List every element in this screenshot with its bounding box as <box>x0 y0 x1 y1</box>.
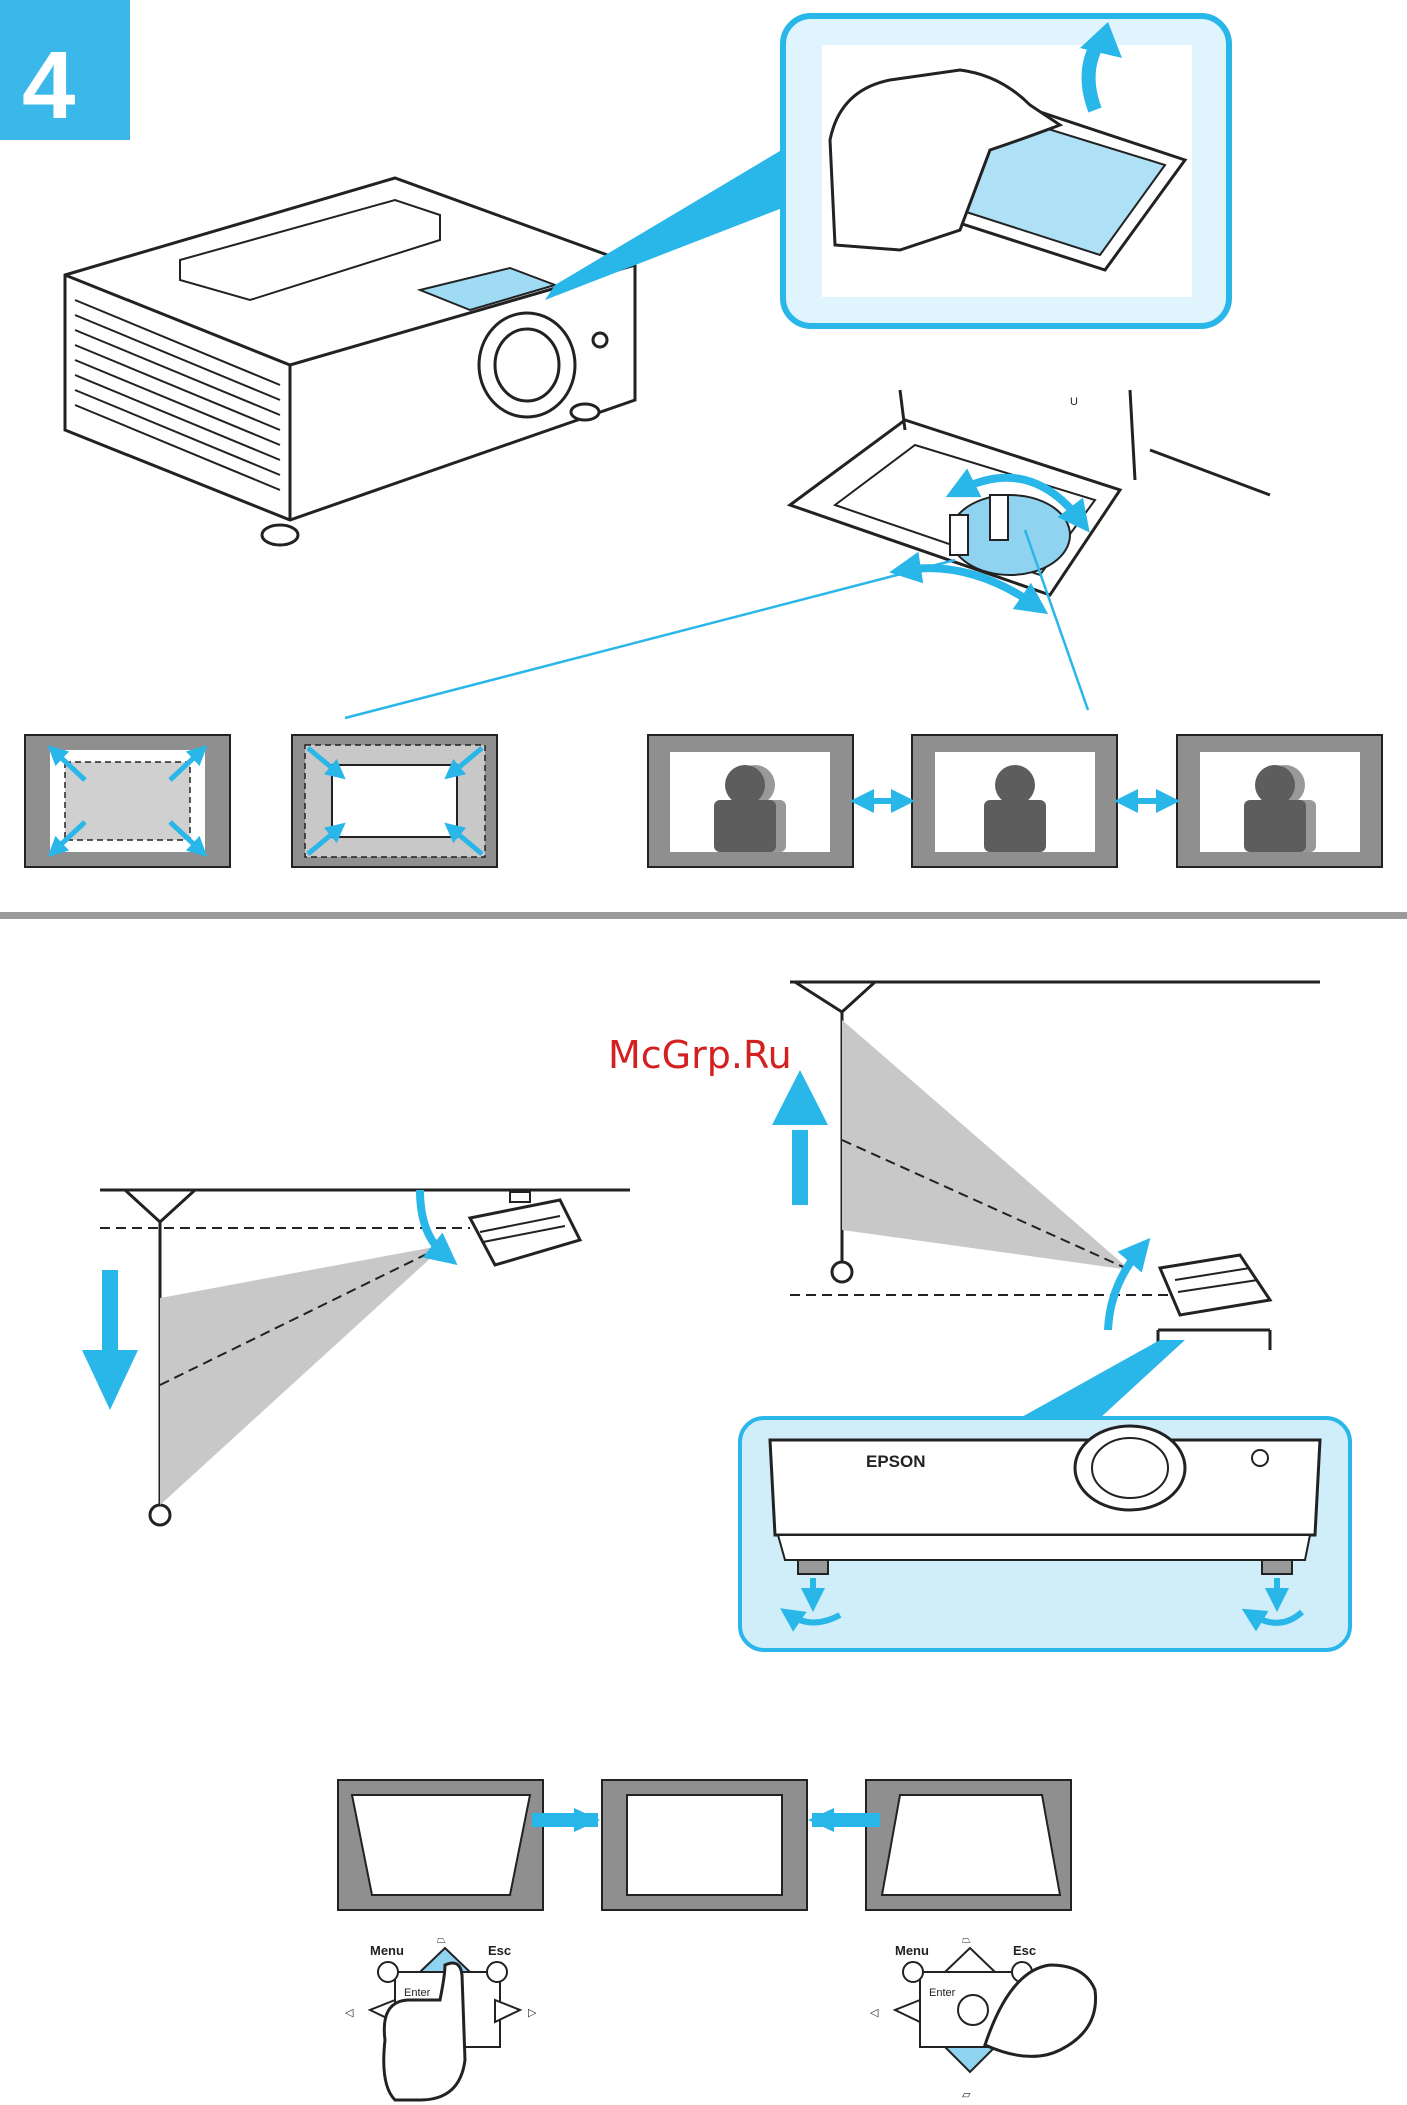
focus-panel-blurred-right <box>1177 735 1382 867</box>
keystone-down-icon: ⏥ <box>962 2089 971 2101</box>
table-scene-right <box>772 982 1320 1350</box>
keystone-up-icon: ⏢ <box>962 1934 971 1946</box>
hand-icon <box>985 1965 1096 2056</box>
volume-up-button[interactable] <box>495 2000 520 2022</box>
menu-button[interactable] <box>378 1962 398 1982</box>
section-divider <box>0 912 1407 919</box>
volume-icon: ◁ <box>870 2007 879 2019</box>
zoom-out-panel <box>25 735 230 867</box>
volume-down-button[interactable] <box>895 2000 920 2022</box>
step-number-icon: 4 <box>0 0 130 140</box>
hand-icon <box>783 16 1229 326</box>
zoom-in-panel <box>292 735 497 867</box>
callout-beam <box>1020 1340 1185 1418</box>
keystone-up-button[interactable] <box>945 1948 995 1972</box>
projector-icon <box>65 178 635 545</box>
esc-label: Esc <box>488 1943 511 1958</box>
callout-beam <box>545 145 790 300</box>
watermark: McGrp.Ru <box>608 1033 792 1077</box>
enter-label: Enter <box>404 1987 431 1999</box>
esc-button[interactable] <box>487 1962 507 1982</box>
keystone-down-button[interactable] <box>945 2047 995 2072</box>
svg-text:U: U <box>1070 396 1078 408</box>
control-panel-left: Menu Esc ⏢ ◁ ▷ Enter <box>345 1934 537 2100</box>
brand-logo: EPSON <box>866 1452 926 1471</box>
projector-icon <box>1160 1255 1270 1315</box>
lens-dial-icon: U <box>790 390 1270 605</box>
esc-label: Esc <box>1013 1943 1036 1958</box>
keystone-up-icon: ⏢ <box>437 1934 446 1946</box>
front-view-inset: EPSON <box>740 1418 1350 1650</box>
volume-icon: ▷ <box>528 2007 537 2019</box>
projector-icon <box>470 1192 580 1265</box>
enter-label: Enter <box>929 1987 956 1999</box>
ceiling-scene-left <box>82 1190 630 1525</box>
focus-panel-blurred-left <box>648 735 853 867</box>
volume-icon: ◁ <box>345 2007 354 2019</box>
zoom-pointer-line <box>345 560 955 718</box>
menu-button[interactable] <box>903 1962 923 1982</box>
enter-button[interactable] <box>958 1995 988 2025</box>
control-panel-right: Menu Esc ⏢ ◁ Enter ⏥ <box>870 1934 1096 2101</box>
menu-label: Menu <box>370 1943 404 1958</box>
focus-panel-sharp <box>912 735 1117 867</box>
keystone-panel-center <box>602 1780 807 1910</box>
keystone-panel-left <box>338 1780 543 1910</box>
keystone-panel-right <box>866 1780 1071 1910</box>
step-number: 4 <box>22 32 75 139</box>
menu-label: Menu <box>895 1943 929 1958</box>
